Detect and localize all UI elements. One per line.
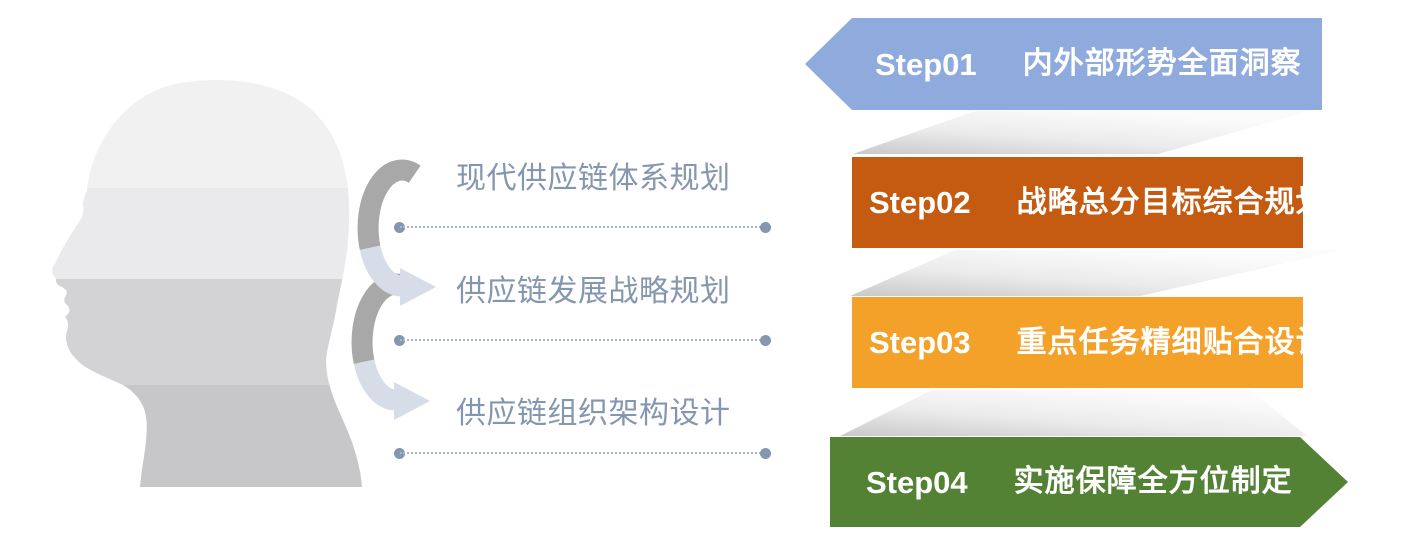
step-number: Step01 (875, 46, 977, 82)
ribbon-fold (850, 250, 1343, 296)
dotted-connector (394, 222, 771, 233)
ribbon-fold (840, 390, 1307, 436)
step-number: Step04 (866, 464, 968, 500)
head-silhouette (52, 79, 362, 487)
connector-dot (760, 448, 771, 459)
step-number: Step03 (869, 325, 971, 360)
connector-dot (760, 335, 771, 346)
arrowhead (400, 268, 436, 306)
step-title: 战略总分目标综合规划 (1016, 185, 1327, 219)
connector-dot (394, 335, 405, 346)
step-banner-1: Step01 内外部形势全面洞察 (805, 18, 1322, 110)
step-title: 重点任务精细贴合设计 (1016, 325, 1327, 359)
head-band (52, 188, 362, 279)
head-band (52, 385, 362, 487)
head-band (52, 79, 362, 188)
step-number: Step02 (869, 185, 971, 220)
dotted-line (400, 339, 765, 341)
planning-item-label: 现代供应链体系规划 (456, 162, 731, 195)
dotted-connector (394, 448, 771, 459)
head-band (52, 279, 362, 385)
step-banner-2: Step02 战略总分目标综合规划 (852, 157, 1326, 248)
dotted-line (400, 452, 765, 454)
step-title: 实施保障全方位制定 (1013, 465, 1293, 498)
dotted-connector (394, 335, 771, 346)
connector-dot (394, 448, 405, 459)
connector-dot (760, 222, 771, 233)
arrowhead (394, 382, 430, 420)
step-banner-4: Step04 实施保障全方位制定 (830, 437, 1348, 527)
connector-dot (394, 222, 405, 233)
planning-item-label: 供应链发展战略规划 (456, 275, 731, 308)
step-title: 内外部形势全面洞察 (1022, 47, 1302, 80)
ribbon-fold (853, 111, 1310, 154)
dotted-line (400, 226, 765, 228)
curved-arrow-icon (351, 159, 436, 420)
step-banner-3: Step03 重点任务精细贴合设计 (852, 297, 1326, 388)
planning-item-label: 供应链组织架构设计 (456, 397, 731, 430)
